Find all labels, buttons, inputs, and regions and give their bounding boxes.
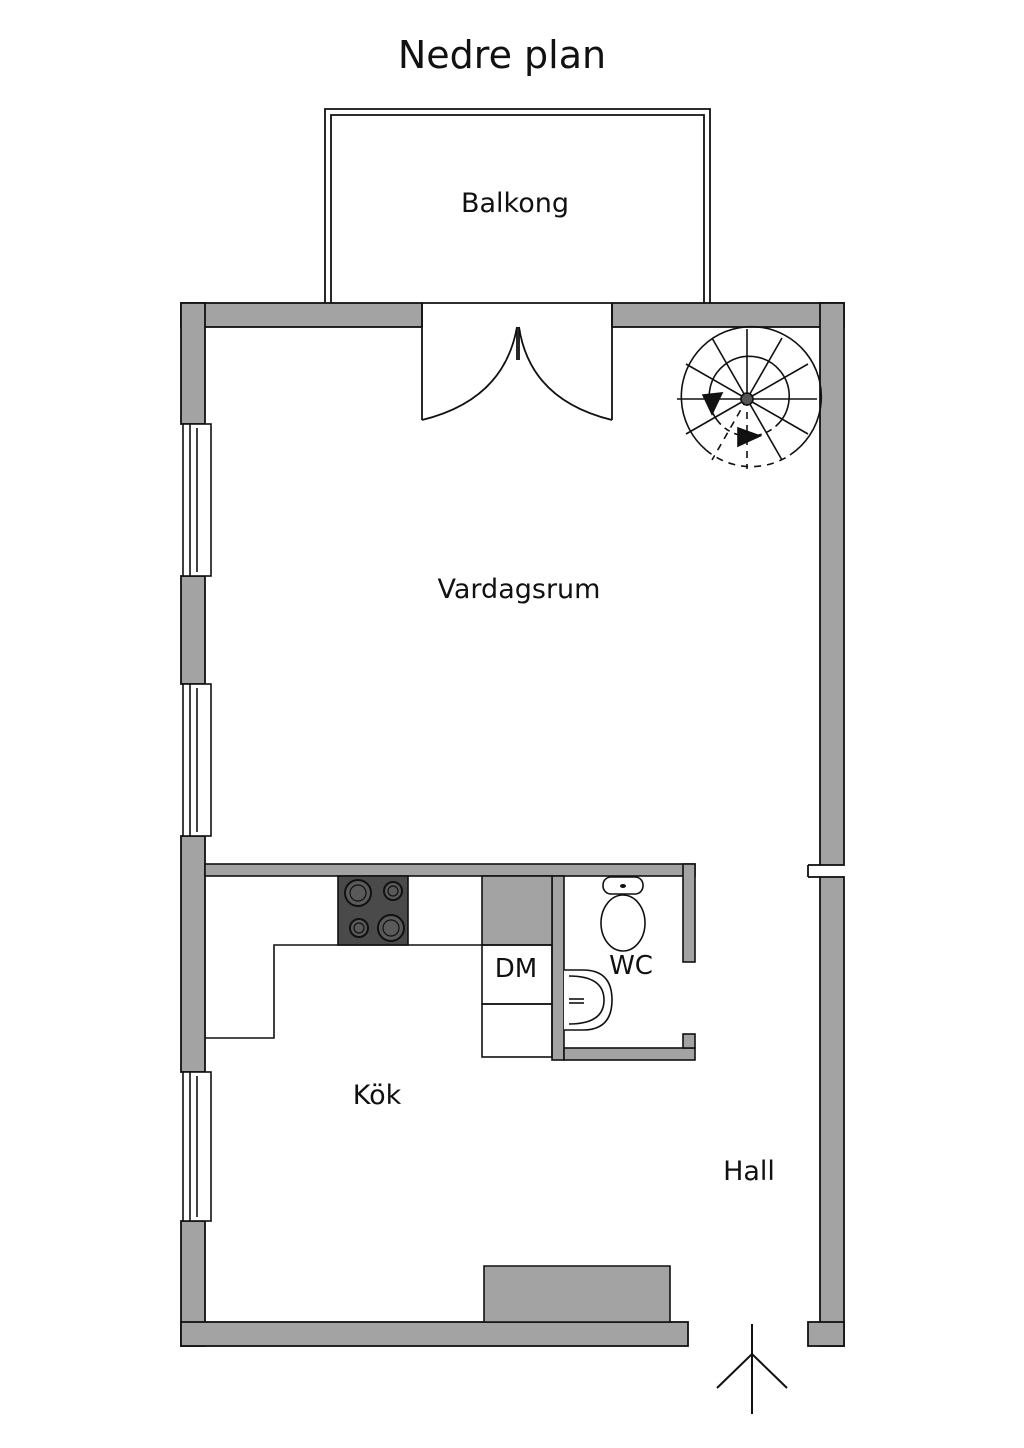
label-balkong: Balkong [461, 188, 569, 219]
window-2 [182, 683, 212, 837]
plan-title: Nedre plan [398, 33, 606, 77]
balcony-double-door [421, 302, 613, 421]
label-kok: Kök [353, 1080, 402, 1111]
sink-icon [564, 969, 613, 1031]
label-vardagsrum: Vardagsrum [438, 574, 601, 605]
window-1 [182, 423, 212, 577]
toilet-icon [600, 876, 646, 952]
outer-walls [180, 302, 845, 1347]
window-3 [182, 1071, 212, 1222]
label-dm: DM [495, 954, 537, 984]
label-wc: WC [609, 951, 653, 981]
hall-door-opening [807, 864, 820, 878]
windows [182, 423, 212, 1222]
stove-icon [337, 875, 409, 946]
spiral-staircase-icon [677, 325, 823, 469]
arrow-up-icon [716, 1324, 788, 1414]
label-hall: Hall [723, 1156, 775, 1187]
balcony [324, 108, 711, 303]
interior-walls [204, 863, 696, 1323]
